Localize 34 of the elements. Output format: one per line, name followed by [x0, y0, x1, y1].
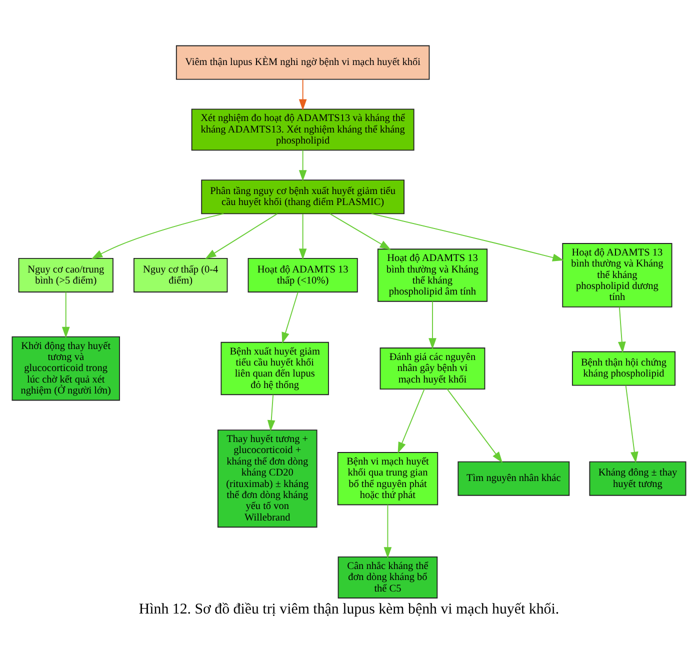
node-box: Kháng đông ± thay huyết tương	[589, 461, 686, 496]
arrow	[298, 150, 307, 182]
node-box: Bệnh vi mạch huyết khối qua trung gian bổ thể nguyên phát hoặc thứ phát	[337, 452, 438, 506]
node-box: Bệnh thận hội chứng kháng phospholipid	[572, 351, 676, 386]
node-box: Đánh giá các nguyên nhân gây bệnh vi mạch huyết khối	[380, 348, 486, 390]
arrow	[446, 388, 503, 463]
arrow	[205, 213, 278, 260]
node-box: Hoạt độ ADAMTS 13 bình thường và Kháng thể kháng phospholipid âm tính	[377, 248, 488, 302]
arrow	[618, 306, 626, 353]
node-box: Tìm nguyên nhân khác	[458, 461, 570, 496]
node-box: Hoạt độ ADAMTS 13 bình thường và Kháng thể kháng phospholipid dương tính	[562, 243, 672, 308]
node-box: Hoạt độ ADAMTS 13 thấp (<10%)	[248, 258, 358, 292]
node-box: Viêm thận lupus KÈM nghi ngờ bệnh vi mạch huyết khối	[176, 45, 430, 80]
arrow	[62, 292, 70, 338]
arrow	[428, 300, 436, 350]
node-box: Thay huyết tương + glucocorticoid + kháng thể đơn dòng kháng CD20 (rituximab) ± kháng thể đơn dòng kháng yếu tố von Willebrand	[217, 430, 318, 528]
node-box: Nguy cơ thấp (0-4 điểm)	[134, 258, 228, 292]
arrow	[384, 504, 392, 558]
arrow	[625, 384, 638, 464]
node-box: Xét nghiệm đo hoạt độ ADAMTS13 và kháng thể kháng ADAMTS13. Xét nghiệm kháng thể kháng phospholipid	[191, 108, 414, 151]
arrow	[398, 388, 425, 454]
node-box: Phân tầng nguy cơ bệnh xuất huyết giảm tiểu cầu huyết khối (thang điểm PLASMIC)	[201, 180, 404, 214]
node-box: Nguy cơ cao/trung bình (>5 điểm)	[18, 258, 114, 292]
arrow	[330, 213, 391, 250]
arrow	[371, 213, 564, 262]
arrow	[298, 214, 307, 260]
arrow	[298, 79, 307, 110]
node-box: Cân nhắc kháng thể đơn dòng kháng bổ thể C5	[338, 556, 438, 598]
arrow	[267, 394, 276, 432]
arrow	[282, 292, 298, 344]
node-box: Khởi động thay huyết tương và glucocorticoid trong lúc chờ kết quả xét nghiệm (Ở người lớn)	[12, 336, 120, 401]
arrow	[91, 213, 224, 260]
caption: Hình 12. Sơ đồ điều trị viêm thận lupus kèm bệnh vi mạch huyết khối.	[138, 602, 560, 618]
node-box: Bệnh xuất huyết giảm tiểu cầu huyết khối liên quan đến lupus đỏ hệ thống	[220, 342, 329, 396]
